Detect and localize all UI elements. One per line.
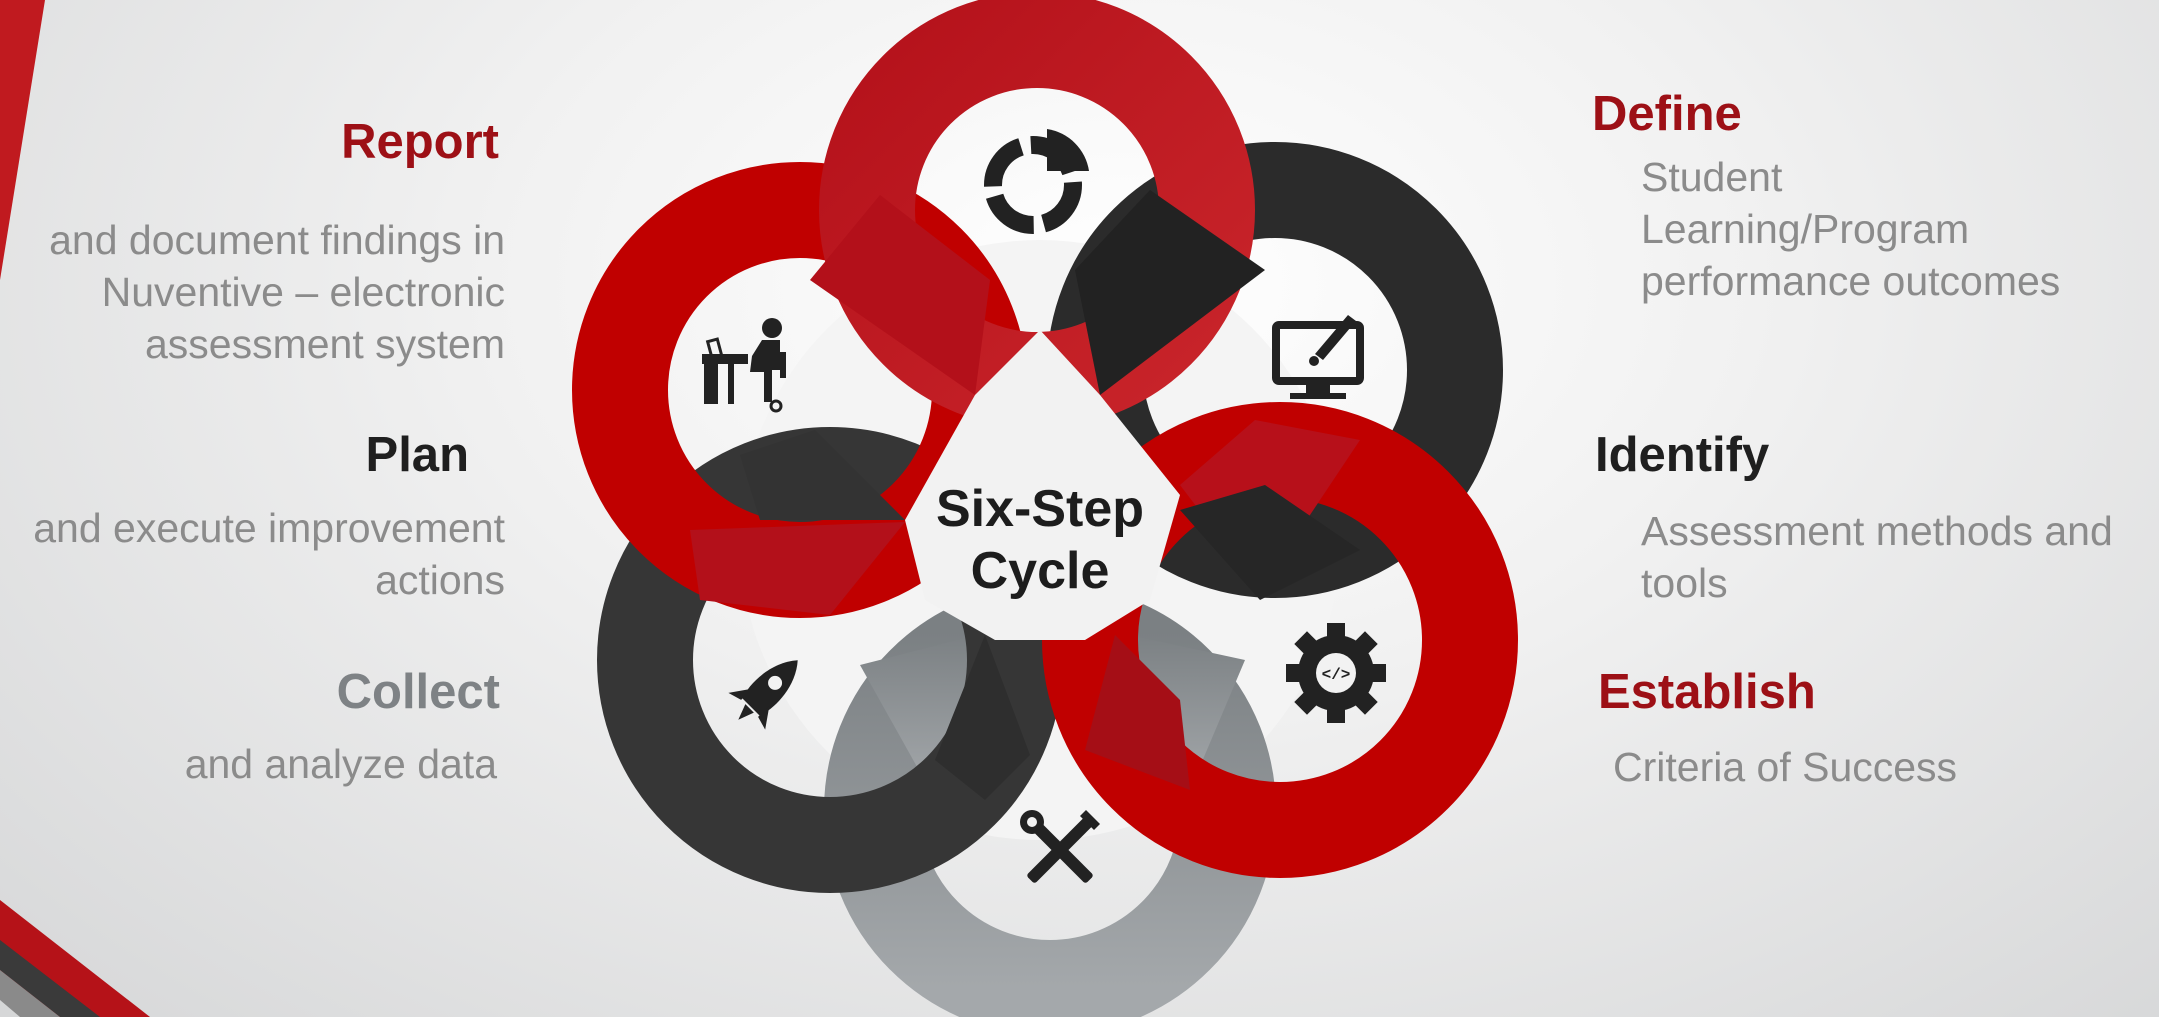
report-title: Report xyxy=(341,115,499,169)
collect-title: Collect xyxy=(336,665,500,719)
six-step-cycle-diagram: </> xyxy=(572,0,1518,1017)
define-description: Student Learning/Program performance out… xyxy=(1641,154,2061,304)
establish-description: Criteria of Success xyxy=(1613,744,1958,790)
svg-text:</>: </> xyxy=(1322,666,1351,684)
cycle-hub xyxy=(905,330,1180,640)
identify-title: Identify xyxy=(1595,428,1770,482)
corner-stripe-bottom-left xyxy=(0,900,150,1017)
identify-description: Assessment methods and tools xyxy=(1641,508,2113,606)
monitor-pen-icon xyxy=(1272,315,1364,399)
report-description: and document findings in Nuventive – ele… xyxy=(49,217,505,367)
define-title: Define xyxy=(1592,87,1742,141)
plan-description: and execute improvement actions xyxy=(33,505,505,603)
tools-icon xyxy=(1020,810,1100,883)
person-desk-icon xyxy=(702,318,786,413)
cycle-center-label: Six-Step Cycle xyxy=(935,480,1145,600)
cycle-arrow-tips xyxy=(690,190,1360,800)
collect-description: and analyze data xyxy=(184,741,497,787)
rocket-icon xyxy=(728,660,798,730)
pie-chart-icon xyxy=(984,129,1089,234)
establish-title: Establish xyxy=(1598,665,1816,719)
plan-title: Plan xyxy=(365,428,469,482)
gear-code-icon: </> xyxy=(1286,623,1386,723)
corner-stripe-top-left xyxy=(0,0,45,280)
